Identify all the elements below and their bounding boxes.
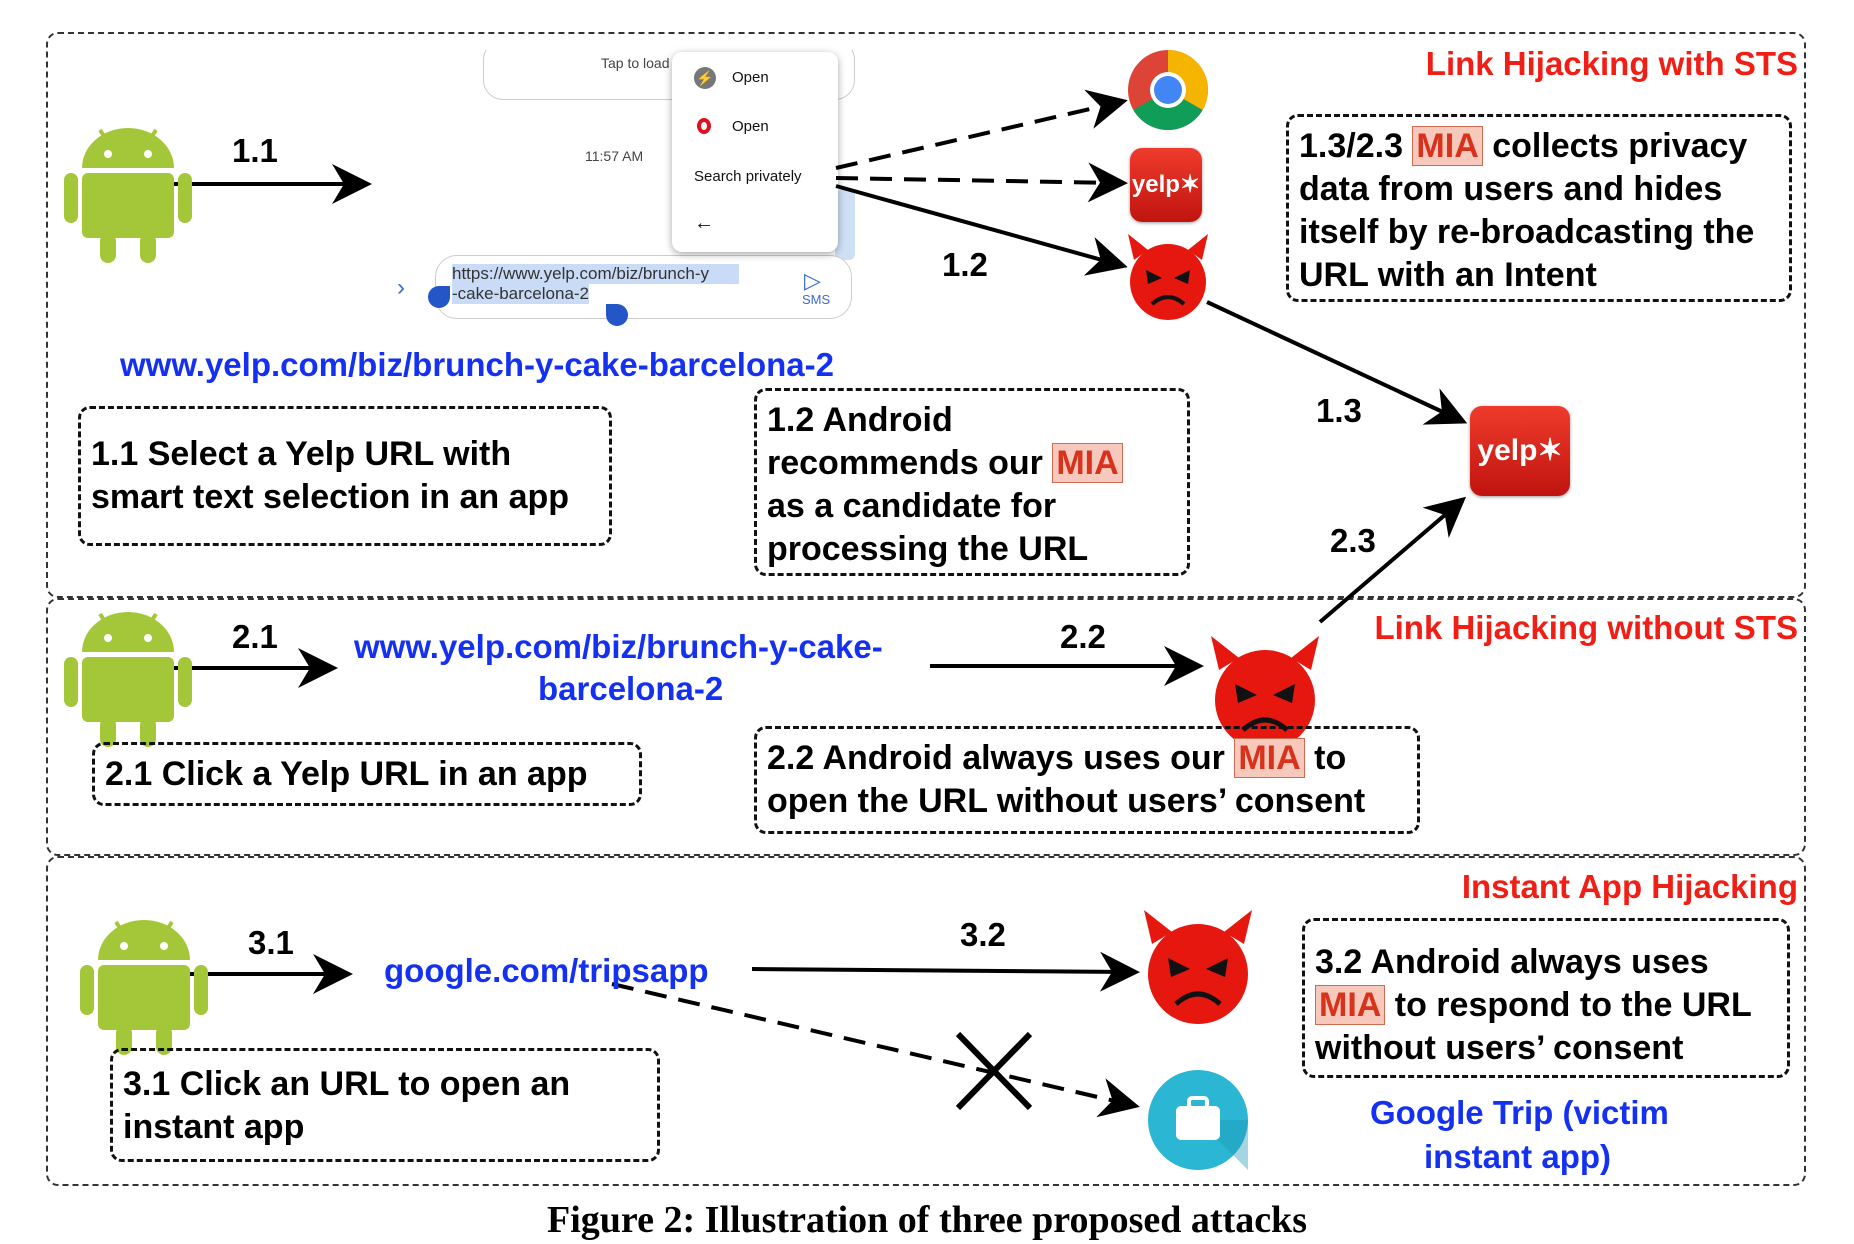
yelp-url-line-2: barcelona-2	[538, 670, 724, 707]
arrow-1-2	[835, 184, 1128, 276]
sms-label: SMS	[802, 292, 831, 307]
android-icon-2	[64, 612, 192, 747]
panel-instant-app-hijacking	[46, 856, 1806, 1186]
desc-1-3-line-1a: 1.3/2.3	[1299, 127, 1413, 165]
step-label-1-2: 1.2	[942, 246, 988, 283]
selected-url-line-1[interactable]: https://www.yelp.com/biz/brunch-y	[452, 264, 739, 284]
arrow-3-2	[751, 951, 1140, 992]
desc-1-2-line-4: processing the URL	[767, 530, 1089, 568]
desc-box-2-1: 2.1 Click a Yelp URL in an app	[92, 742, 642, 806]
victim-app-label-line-1: Google Trip (victim	[1370, 1094, 1669, 1131]
blocked-x-icon	[955, 1031, 1033, 1111]
google-trip-icon	[1148, 1070, 1248, 1170]
desc-1-1-line-1: 1.1 Select a Yelp URL with	[91, 435, 512, 473]
android-icon-3	[80, 920, 208, 1055]
arrow-2-3	[1318, 496, 1467, 624]
step-label-2-3: 2.3	[1330, 522, 1376, 559]
menu-item-open-2[interactable]: Open	[732, 118, 769, 135]
desc-1-1-line-2: smart text selection in an app	[91, 478, 570, 516]
desc-3-2-line-2: to respond to the URL	[1385, 986, 1752, 1024]
arrow-to-yelp-app	[835, 162, 1128, 203]
section-title-no-sts: Link Hijacking without STS	[1374, 609, 1798, 646]
mia-highlight: MIA	[1234, 738, 1305, 778]
tripsapp-url: google.com/tripsapp	[384, 952, 709, 989]
desc-1-3-line-2: data from users and hides	[1299, 170, 1723, 208]
desc-1-3-line-4: URL with an Intent	[1299, 256, 1597, 294]
bolt-icon: ⚡	[694, 67, 716, 89]
yelp-url-line-1: www.yelp.com/biz/brunch-y-cake-	[354, 628, 883, 665]
step-label-1-3: 1.3	[1316, 392, 1362, 429]
desc-1-2-line-2: recommends our	[767, 444, 1053, 482]
desc-2-1-line-1: 2.1 Click a Yelp URL in an app	[105, 755, 588, 793]
arrow-to-chrome	[835, 89, 1128, 170]
opera-icon	[697, 118, 711, 134]
selection-handle-left[interactable]	[428, 286, 450, 308]
desc-box-1-2: 1.2 Android recommends our MIA as a cand…	[754, 388, 1190, 576]
desc-2-2-line-1b: to	[1304, 739, 1347, 777]
step-label-2-2: 2.2	[1060, 618, 1106, 655]
section-title-sts: Link Hijacking with STS	[1425, 45, 1798, 82]
chrome-icon	[1128, 50, 1208, 130]
step-label-1-1: 1.1	[232, 132, 278, 169]
menu-item-search-privately[interactable]: Search privately	[694, 168, 802, 185]
back-arrow-icon[interactable]: ←	[694, 212, 714, 234]
desc-2-2-line-1a: 2.2 Android always uses our	[767, 739, 1235, 777]
panel-link-hijacking-sts	[46, 32, 1806, 598]
desc-1-2-line-1: 1.2 Android	[767, 401, 953, 439]
desc-3-2-line-1: 3.2 Android always uses	[1315, 943, 1709, 981]
yelp-icon-small: yelp✶	[1130, 148, 1202, 222]
send-icon[interactable]: ▷	[804, 268, 821, 293]
yelp-logo-text: yelp	[1131, 171, 1180, 198]
section-title-instant: Instant App Hijacking	[1461, 868, 1798, 905]
yelp-logo-text: yelp	[1477, 434, 1538, 467]
step-label-2-1: 2.1	[232, 618, 278, 655]
desc-3-1-line-2: instant app	[123, 1108, 305, 1146]
devil-icon-1	[1128, 234, 1208, 320]
desc-box-1-3: 1.3/2.3 MIA collects privacy data from u…	[1286, 114, 1792, 302]
step-label-3-1: 3.1	[248, 924, 294, 961]
desc-1-3-line-1b: collects privacy	[1482, 127, 1748, 165]
yelp-icon-large: yelp✶	[1470, 406, 1570, 496]
arrow-to-google-trip	[611, 982, 1140, 1118]
desc-1-2-line-3: as a candidate for	[767, 487, 1057, 525]
menu-item-open-1[interactable]: Open	[732, 69, 769, 86]
desc-2-2-line-2: open the URL without users’ consent	[767, 782, 1366, 820]
arrow-1-3	[1206, 300, 1468, 425]
desc-1-3-line-3: itself by re-broadcasting the	[1299, 213, 1755, 251]
selected-url-line-2[interactable]: -cake-barcelona-2	[452, 284, 590, 304]
desc-3-2-line-3: without users’ consent	[1315, 1029, 1684, 1067]
mia-highlight: MIA	[1052, 443, 1123, 483]
selection-handle-right[interactable]	[606, 304, 628, 326]
android-icon-1	[64, 128, 192, 263]
victim-app-label-line-2: instant app)	[1424, 1138, 1611, 1175]
desc-box-3-1: 3.1 Click an URL to open an instant app	[110, 1048, 660, 1162]
yelp-url-label: www.yelp.com/biz/brunch-y-cake-barcelona…	[120, 346, 834, 383]
devil-icon-3	[1144, 910, 1252, 1024]
panel-link-hijacking-no-sts	[46, 598, 1806, 856]
smart-text-menu: ⚡ Open Open Search privately ←	[672, 52, 838, 252]
mia-highlight: MIA	[1315, 985, 1386, 1025]
desc-box-2-2: 2.2 Android always uses our MIA to open …	[754, 726, 1420, 834]
desc-3-1-line-1: 3.1 Click an URL to open an	[123, 1065, 571, 1103]
mia-highlight: MIA	[1412, 126, 1483, 166]
step-label-3-2: 3.2	[960, 916, 1006, 953]
desc-box-1-1: 1.1 Select a Yelp URL with smart text se…	[78, 406, 612, 546]
figure-caption: Figure 2: Illustration of three proposed…	[547, 1199, 1307, 1241]
message-time: 11:57 AM	[585, 148, 644, 164]
desc-box-3-2: 3.2 Android always uses MIA to respond t…	[1302, 918, 1790, 1078]
devil-icon-2	[1211, 636, 1319, 750]
chevron-right-icon[interactable]: ›	[397, 274, 405, 301]
tap-to-load-text[interactable]: Tap to load	[601, 55, 670, 71]
